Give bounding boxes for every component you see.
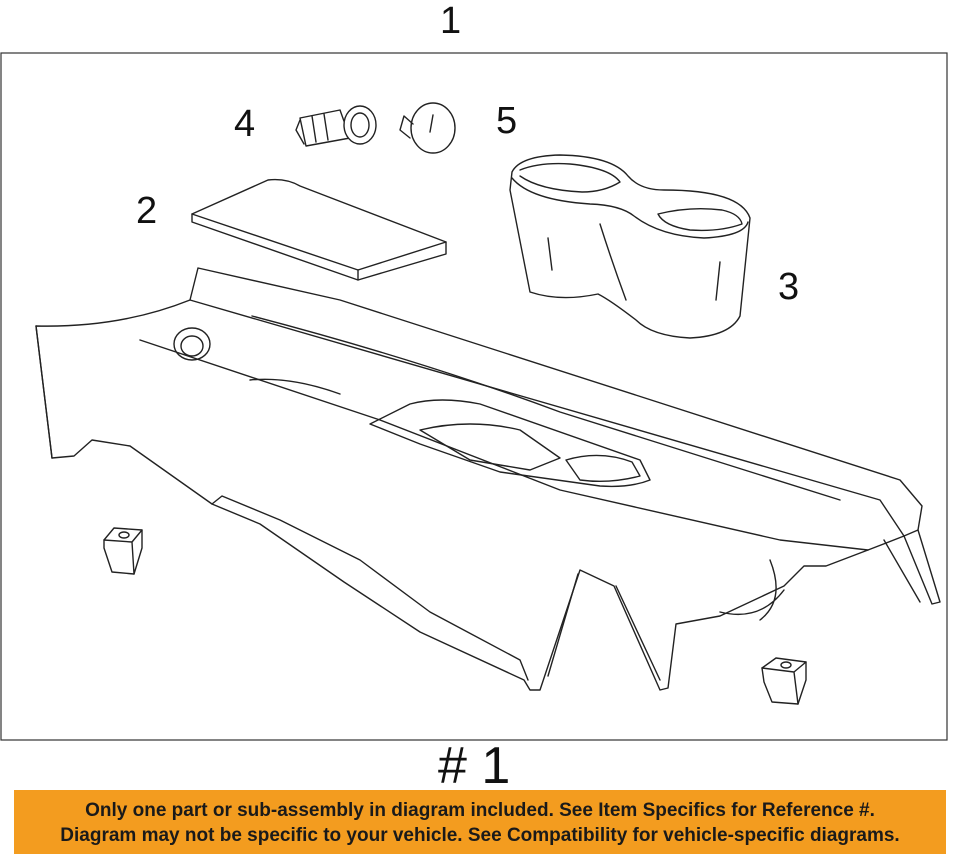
callout-3-label: 3	[778, 266, 800, 308]
top-callout-label: 1	[440, 0, 462, 42]
part-number-label: # 1	[438, 737, 511, 795]
clip-right	[761, 657, 807, 705]
clip-left	[103, 527, 143, 575]
diagram-frame	[0, 52, 948, 741]
notice-line-2: Diagram may not be specific to your vehi…	[60, 825, 900, 846]
cap-part-5	[399, 102, 456, 154]
callout-4-label: 4	[234, 103, 256, 145]
console-part-1	[35, 267, 941, 691]
notice-banner: Only one part or sub-assembly in diagram…	[14, 790, 946, 854]
cup-holder-part-3	[509, 154, 751, 339]
socket-part-4	[295, 105, 377, 147]
callout-5-label: 5	[496, 100, 518, 142]
mat-part-2	[191, 178, 447, 281]
notice-line-1: Only one part or sub-assembly in diagram…	[85, 800, 875, 821]
callout-2-label: 2	[136, 190, 158, 232]
